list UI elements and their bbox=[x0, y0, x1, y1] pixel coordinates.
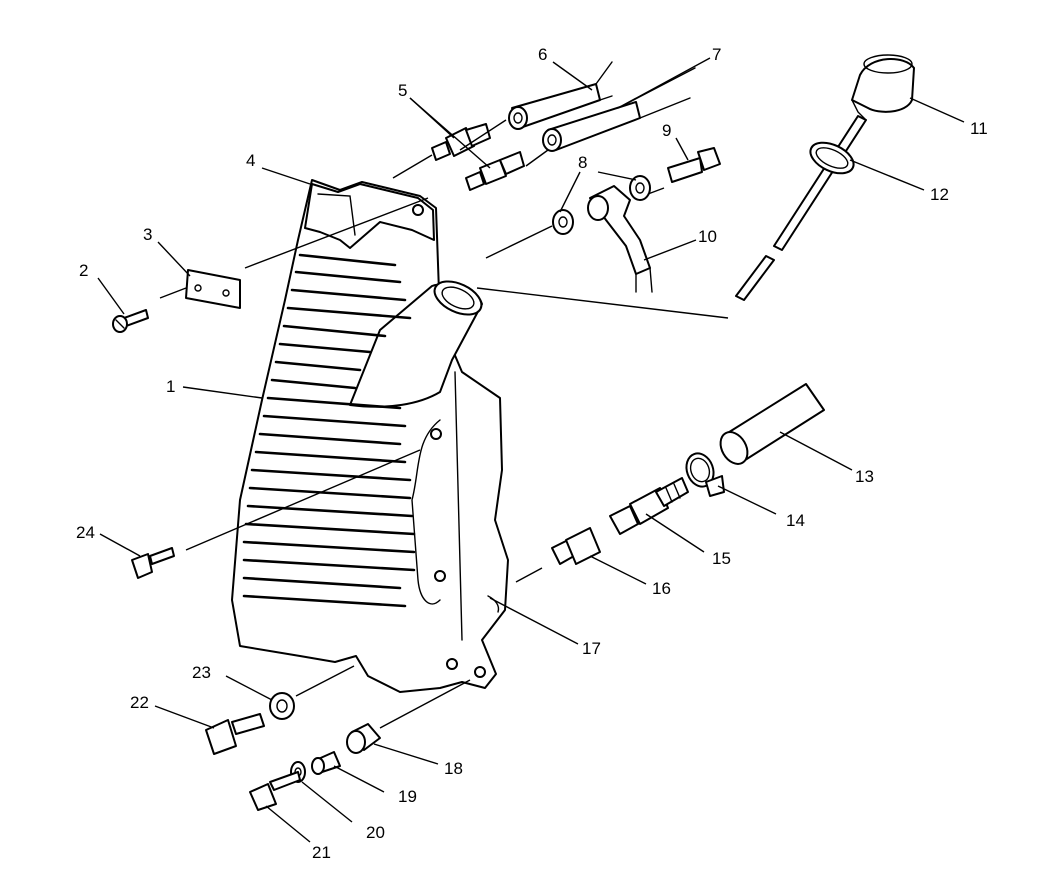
callout-23: 23 bbox=[192, 663, 211, 682]
callout-13: 13 bbox=[855, 467, 874, 486]
screw bbox=[112, 309, 149, 333]
sealing-washer-left bbox=[552, 209, 574, 235]
hose-clamp bbox=[685, 452, 725, 497]
callout-6: 6 bbox=[538, 45, 547, 64]
callout-7: 7 bbox=[712, 45, 721, 64]
callout-8: 8 bbox=[578, 153, 587, 172]
callout-16: 16 bbox=[652, 579, 671, 598]
tank-mount-grommet bbox=[487, 595, 500, 613]
callout-4: 4 bbox=[246, 151, 255, 170]
dipstick bbox=[735, 54, 915, 301]
callout-22: 22 bbox=[130, 693, 149, 712]
callout-9: 9 bbox=[662, 121, 671, 140]
callout-leaders bbox=[97, 57, 965, 843]
callout-19: 19 bbox=[398, 787, 417, 806]
banjo-bolt bbox=[667, 147, 721, 183]
elbow-fitting bbox=[551, 527, 601, 565]
callout-5: 5 bbox=[398, 81, 407, 100]
tank-ribs bbox=[242, 253, 416, 608]
mounting-bolt bbox=[131, 547, 175, 579]
callout-11: 11 bbox=[970, 119, 988, 138]
callout-20: 20 bbox=[366, 823, 385, 842]
callout-15: 15 bbox=[712, 549, 731, 568]
callout-2: 2 bbox=[79, 261, 88, 280]
callout-labels: 1 2 3 4 5 6 7 8 9 10 11 12 13 14 15 16 1… bbox=[76, 45, 988, 862]
drain-bolt-washer bbox=[269, 692, 295, 720]
drain-fitting bbox=[609, 477, 689, 535]
callout-3: 3 bbox=[143, 225, 152, 244]
callout-18: 18 bbox=[444, 759, 463, 778]
oil-tank bbox=[231, 179, 509, 693]
rubber-grommet bbox=[346, 723, 381, 754]
hose-lower bbox=[542, 67, 696, 152]
callout-17: 17 bbox=[582, 639, 601, 658]
drain-bolt bbox=[205, 713, 265, 755]
callout-12: 12 bbox=[930, 185, 949, 204]
alignment-lines bbox=[159, 119, 729, 729]
sealing-washer-right bbox=[629, 175, 651, 201]
drain-hose bbox=[719, 383, 825, 465]
hose-upper bbox=[508, 61, 613, 130]
callout-14: 14 bbox=[786, 511, 805, 530]
callout-21: 21 bbox=[312, 843, 331, 862]
banjo-oil-line bbox=[587, 185, 653, 293]
bracket-plate bbox=[185, 269, 241, 309]
mounting-bolt-lower bbox=[249, 771, 301, 811]
dipstick-o-ring bbox=[809, 141, 855, 175]
callout-10: 10 bbox=[698, 227, 717, 246]
hose-fitting-lower bbox=[465, 151, 525, 191]
callout-24: 24 bbox=[76, 523, 95, 542]
spacer-sleeve bbox=[311, 751, 341, 775]
callout-1: 1 bbox=[166, 377, 175, 396]
